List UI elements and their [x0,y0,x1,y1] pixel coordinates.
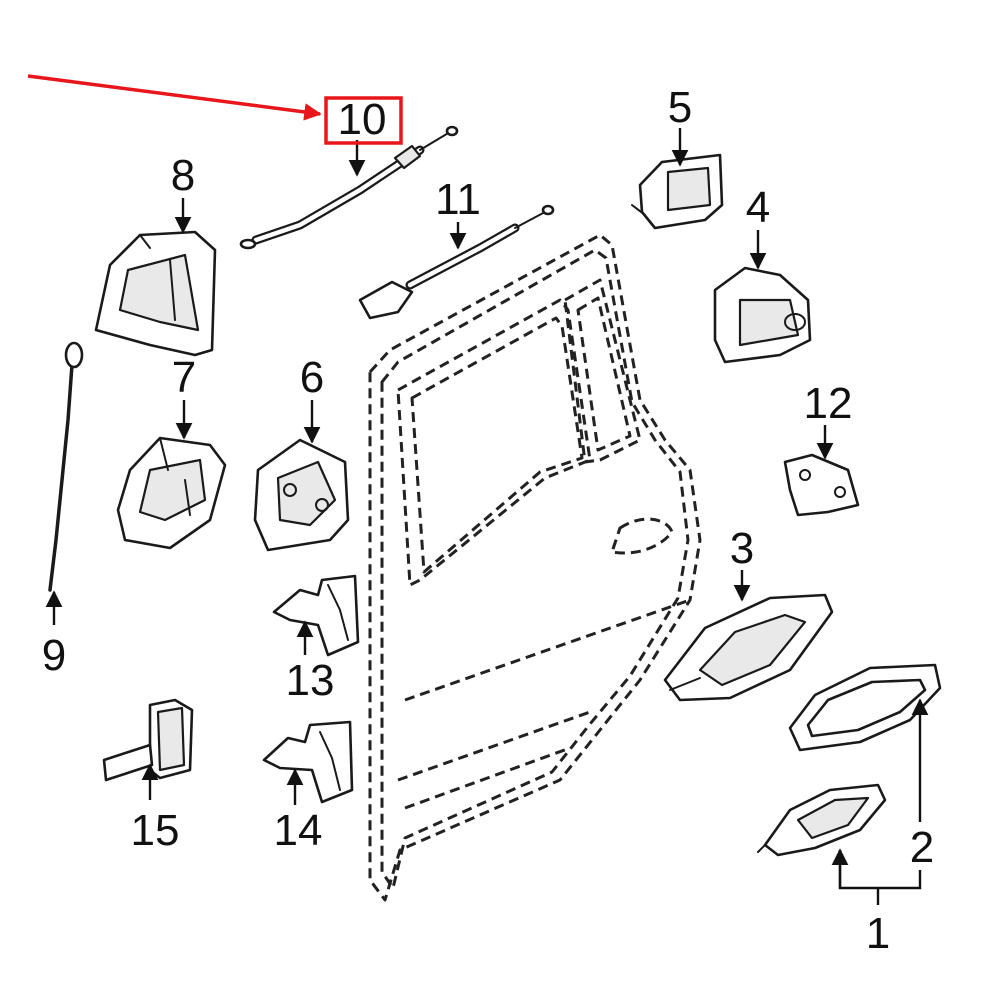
part-14-bracket [262,720,354,804]
callout-14: 14 [274,806,323,855]
highlight-callout-10 [27,74,403,145]
part-1-outer-handle [757,783,887,857]
part-13-bracket [272,574,360,657]
callout-13: 13 [286,656,335,705]
part-8-latch-cover [94,230,217,357]
part-9-rod [48,341,84,592]
highlight-arrow [27,74,322,121]
callout-6: 6 [300,353,324,402]
callout-15: 15 [131,806,180,855]
callout-12: 12 [804,379,853,428]
part-11-cable [358,204,555,320]
callout-5: 5 [668,83,692,132]
part-7-actuator [116,436,227,550]
door-shell [368,233,702,902]
part-4-bezel [713,266,812,364]
callout-3: 3 [730,524,754,573]
part-12-hinge [783,453,860,517]
part-15-door-check [102,698,194,782]
callout-4: 4 [746,183,770,232]
part-5-inner-handle [631,153,724,230]
callout-10: 10 [338,95,387,144]
highlight-box [324,96,403,145]
part-10-cable [239,125,459,250]
callout-1: 1 [866,909,890,958]
callout-8: 8 [171,151,195,200]
part-2-gasket [788,663,942,752]
callout-9: 9 [42,631,66,680]
callout-11: 11 [435,175,481,224]
callout-7: 7 [172,353,196,402]
part-6-latch [253,438,350,552]
callout-2: 2 [910,823,934,872]
leader-lines [45,128,929,905]
part-3-handle-frame [663,593,834,702]
